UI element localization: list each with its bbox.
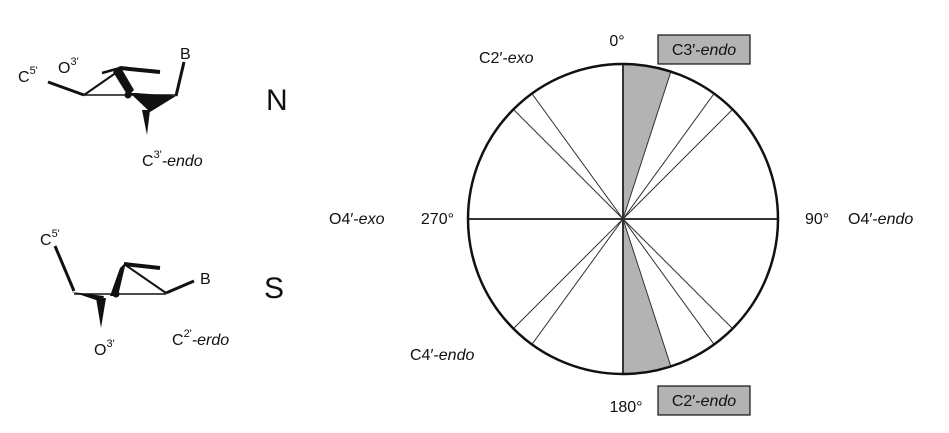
c2-endo-box-label: C2′-endo [672,393,736,410]
angle-right-label: 90° [805,211,829,228]
wheel-sector-edge [622,218,672,367]
angle-top-label: 0° [609,33,624,50]
south-state-letter: S [264,272,284,305]
wheel-spokes [468,64,778,374]
north-sugar-ring [47,61,186,135]
north-base-label: B [180,46,191,63]
c4-endo-label: C4′-endo [410,347,474,364]
south-ring-dot [112,290,120,298]
angle-bottom-label: 180° [609,399,642,416]
north-state-letter: N [266,84,288,117]
south-base-label: B [200,271,211,288]
north-pucker-label: C3'-endo [142,149,203,170]
wheel-outline [466,62,780,376]
south-pucker-label: C2'-erdo [172,328,229,349]
o4-endo-label: O4′-endo [848,211,913,228]
c2-endo-box: C2′-endo [657,385,751,416]
angle-left-label: 270° [421,211,454,228]
north-shaded-sector [623,64,671,219]
north-ring-dot [124,91,132,99]
c2-exo-label: C2′-exo [479,50,534,67]
south-c5-label: C5' [40,228,60,249]
south-shaded-sector [623,219,671,374]
pseudorotation-wheel [466,62,780,376]
south-sugar-ring [53,245,195,328]
c3-endo-box: C3′-endo [657,34,751,65]
c3-endo-box-label: C3′-endo [672,42,736,59]
north-o3-label: O3' [58,56,79,77]
north-c5-label: C5' [18,65,38,86]
wheel-sector-edge [622,71,672,220]
south-o3-label: O3' [94,338,115,359]
o4-exo-label: O4′-exo [329,211,385,228]
